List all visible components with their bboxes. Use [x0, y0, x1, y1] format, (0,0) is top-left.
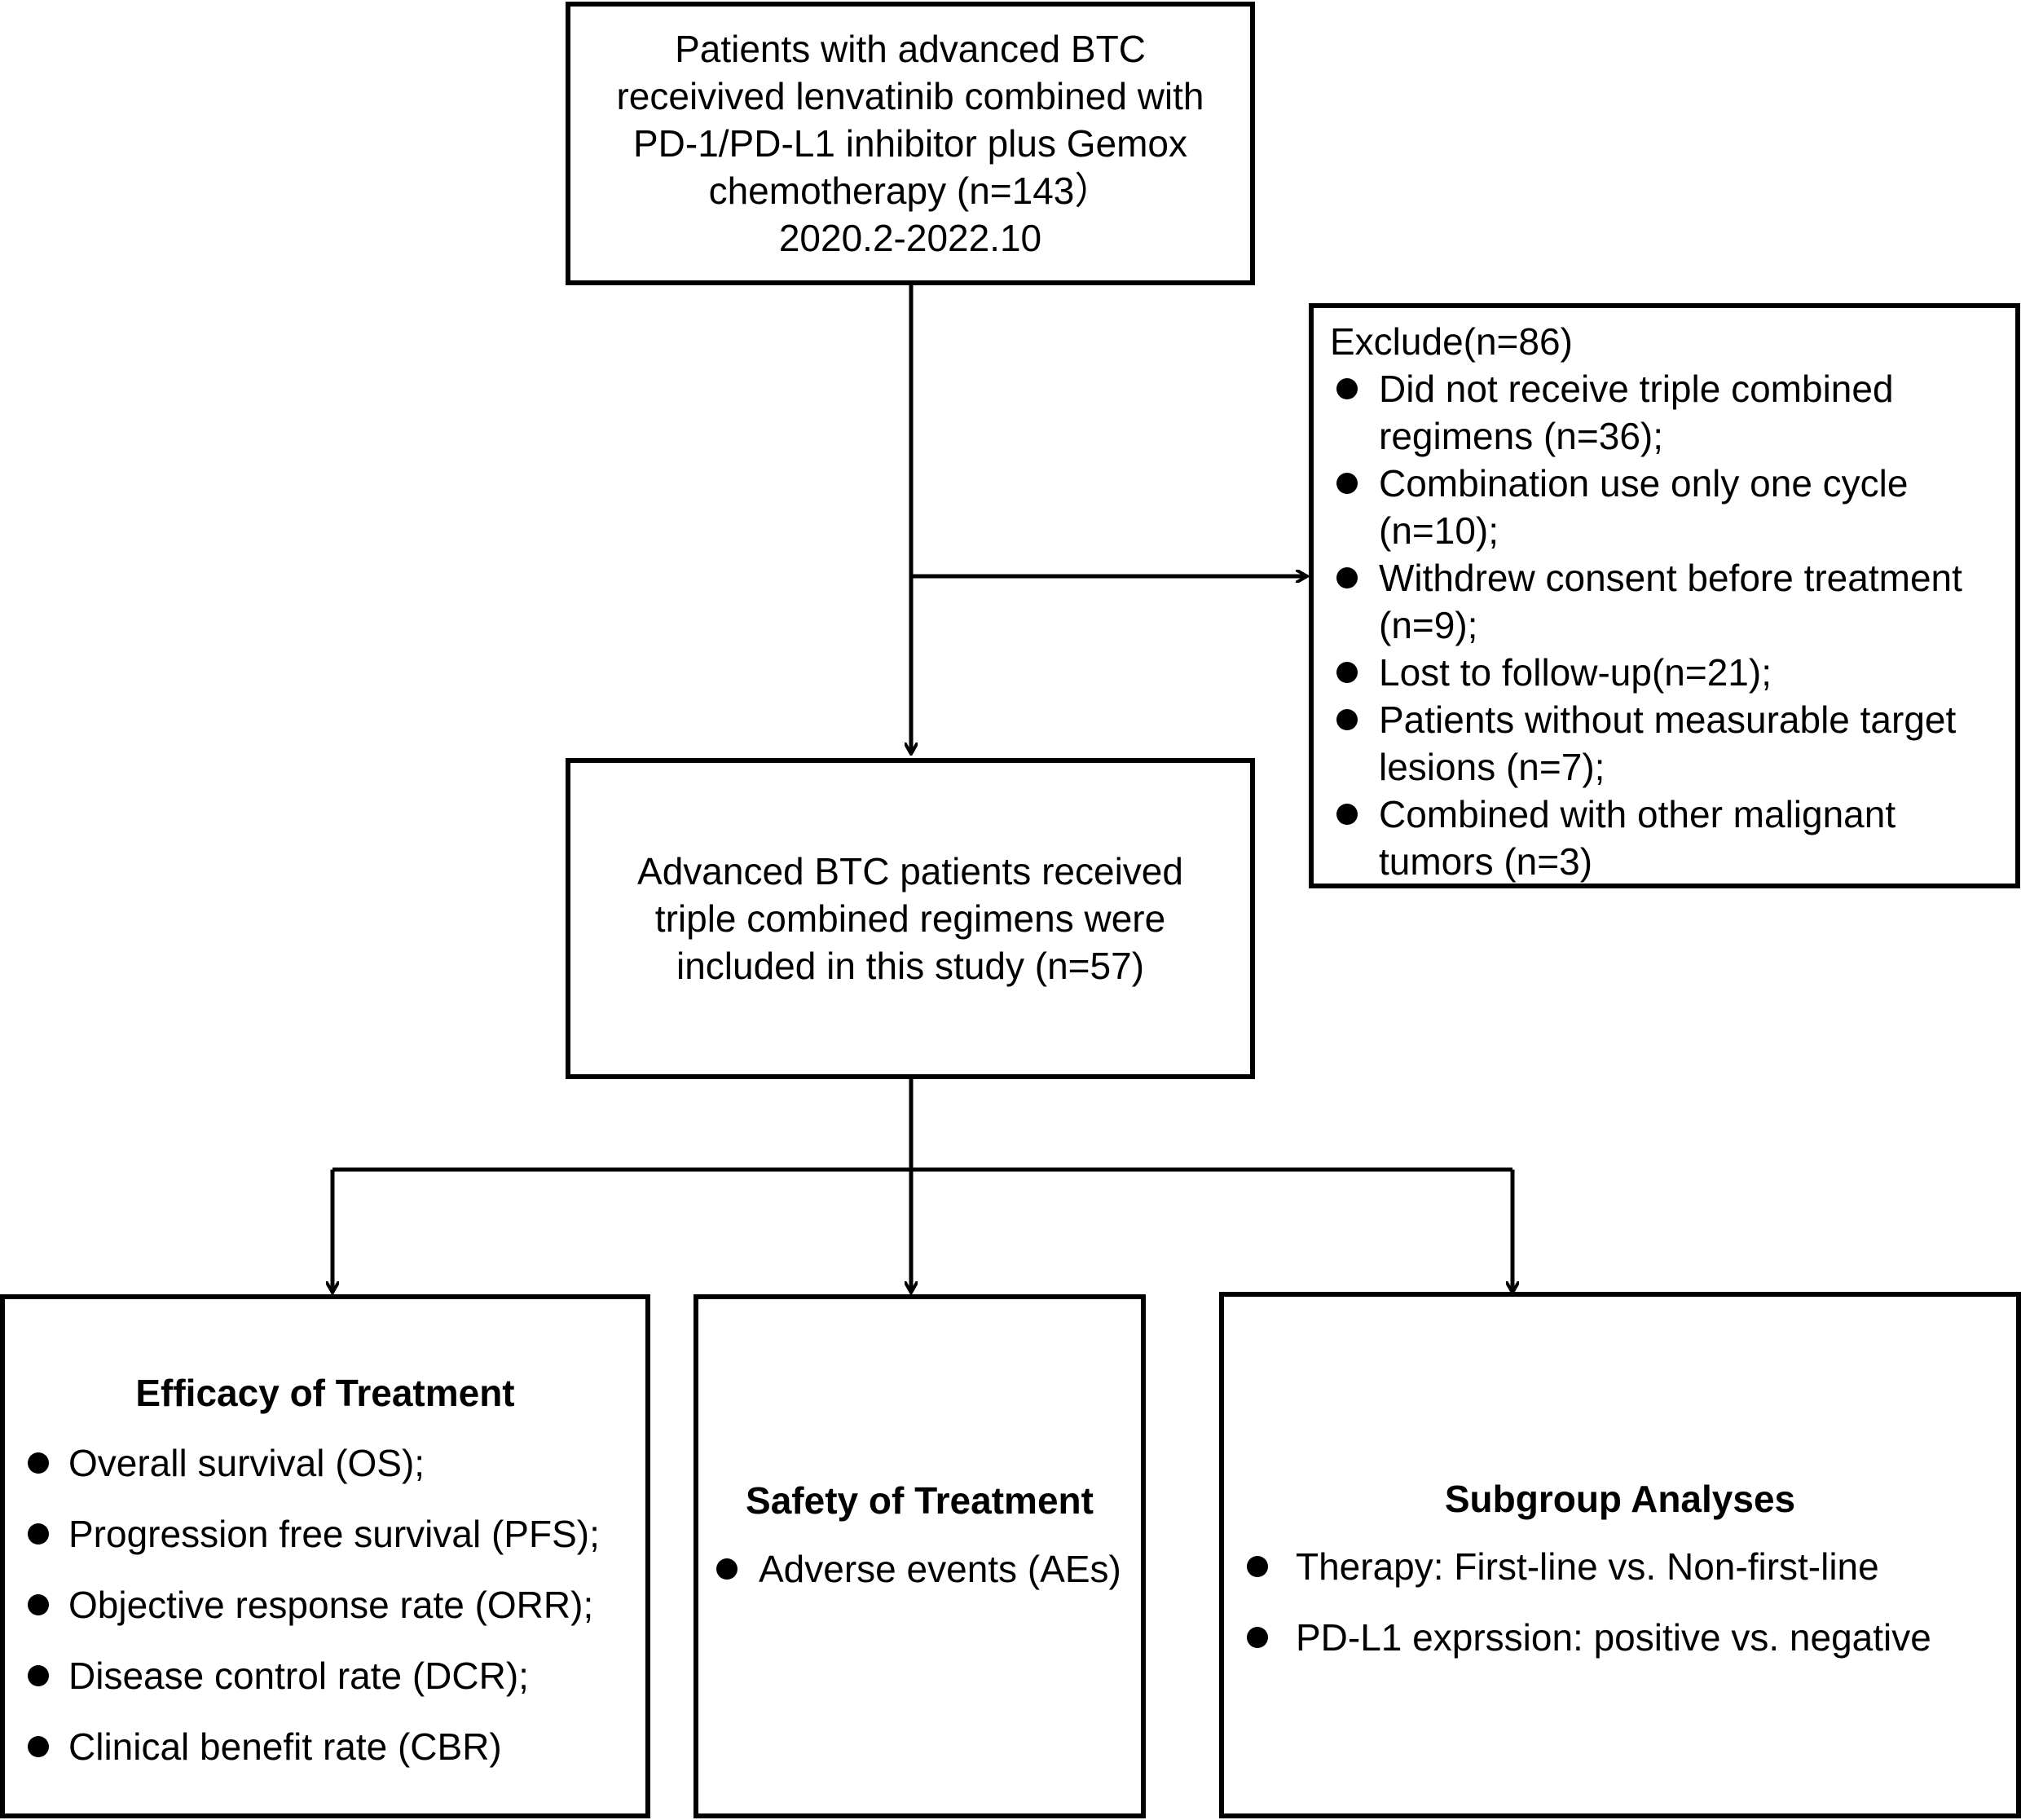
enrolled-patients-box: Patients with advanced BTC receivived le…: [566, 2, 1255, 285]
efficacy-item-label: Clinical benefit rate (CBR): [68, 1725, 502, 1768]
efficacy-item-label: Overall survival (OS);: [68, 1442, 425, 1484]
exclusion-item-line: (n=9);: [1379, 604, 1478, 646]
enrolled-line-5: 2020.2-2022.10: [778, 217, 1042, 259]
bullet-icon: [28, 1523, 49, 1545]
efficacy-box: Efficacy of Treatment Overall survival (…: [0, 1294, 650, 1818]
bullet-icon: [1336, 473, 1358, 494]
subgroup-box: Subgroup Analyses Therapy: First-line vs…: [1219, 1292, 2021, 1818]
subgroup-item-label: Therapy: First-line vs. Non-first-line: [1296, 1545, 1879, 1588]
enrolled-line-1: Patients with advanced BTC: [675, 28, 1146, 70]
bullet-icon: [1336, 804, 1358, 825]
bullet-icon: [1336, 567, 1358, 588]
exclusion-item-line: Combined with other malignant: [1379, 793, 1896, 835]
exclusion-item-line: (n=10);: [1379, 509, 1499, 552]
safety-box: Safety of Treatment Adverse events (AEs): [693, 1294, 1146, 1818]
subgroup-title: Subgroup Analyses: [1444, 1478, 1796, 1520]
subgroup-item-label: PD-L1 exprssion: positive vs. negative: [1296, 1616, 1931, 1659]
exclusion-item-line: Lost to follow-up(n=21);: [1379, 651, 1772, 694]
bullet-icon: [1336, 378, 1358, 399]
exclusion-item-line: regimens (n=36);: [1379, 415, 1663, 457]
bullet-icon: [1336, 662, 1358, 683]
bullet-icon: [1247, 1627, 1268, 1648]
efficacy-item-label: Objective response rate (ORR);: [68, 1584, 594, 1626]
enrolled-line-3: PD-1/PD-L1 inhibitor plus Gemox: [632, 122, 1188, 165]
bullet-icon: [28, 1452, 49, 1474]
exclusion-item-line: Did not receive triple combined: [1379, 368, 1894, 410]
enrolled-line-2: receivived lenvatinib combined with: [616, 75, 1204, 117]
exclusion-item-line: Withdrew consent before treatment: [1379, 557, 1962, 599]
included-line-1: Advanced BTC patients received: [637, 850, 1183, 892]
exclusion-title: Exclude(n=86): [1330, 320, 1573, 363]
efficacy-title: Efficacy of Treatment: [135, 1372, 515, 1414]
bullet-icon: [28, 1594, 49, 1615]
included-line-3: included in this study (n=57): [676, 945, 1145, 987]
bullet-icon: [1336, 709, 1358, 730]
exclusion-item-line: Combination use only one cycle: [1379, 462, 1909, 505]
exclusion-box: Exclude(n=86) Did not receive triple com…: [1309, 303, 2020, 888]
exclusion-item-line: Patients without measurable target: [1379, 698, 1957, 741]
enrolled-line-4: chemotherapy (n=143）: [708, 170, 1112, 212]
bullet-icon: [1247, 1556, 1268, 1577]
efficacy-item-label: Progression free survival (PFS);: [68, 1513, 600, 1555]
included-patients-box: Advanced BTC patients received triple co…: [566, 758, 1255, 1079]
exclusion-item-line: tumors (n=3): [1379, 840, 1593, 883]
included-line-2: triple combined regimens were: [654, 897, 1166, 940]
safety-title: Safety of Treatment: [746, 1479, 1094, 1522]
efficacy-item-label: Disease control rate (DCR);: [68, 1655, 529, 1697]
bullet-icon: [28, 1665, 49, 1686]
exclusion-item-line: lesions (n=7);: [1379, 746, 1605, 788]
bullet-icon: [716, 1558, 738, 1580]
safety-item-label: Adverse events (AEs): [759, 1548, 1121, 1590]
bullet-icon: [28, 1736, 49, 1757]
